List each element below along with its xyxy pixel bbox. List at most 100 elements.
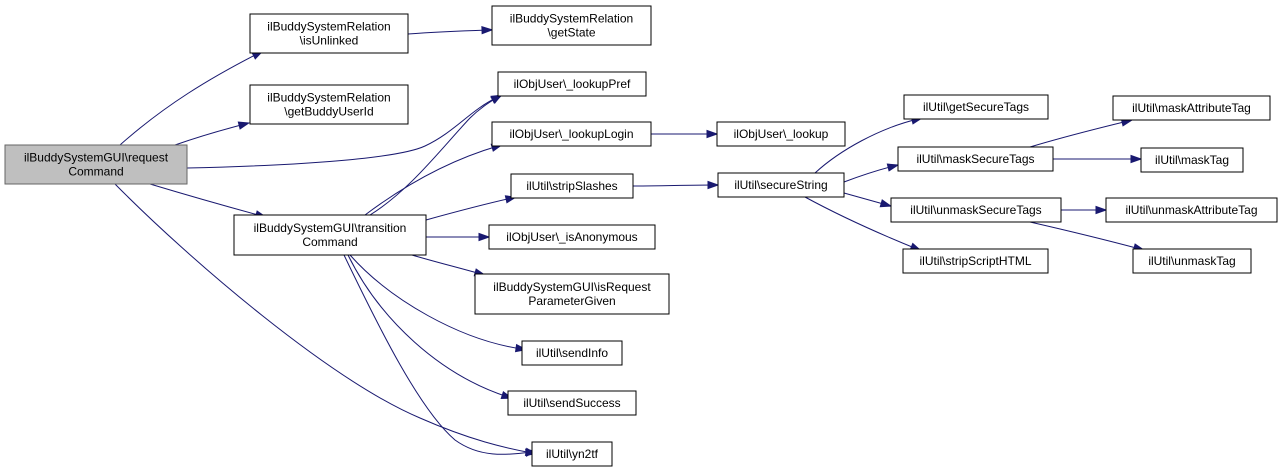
arrowhead-transition-to-isAnonymous [478, 232, 491, 242]
node-stripScriptHTML[interactable]: ilUtil\stripScriptHTML [902, 248, 1049, 274]
node-label-getBuddyUserId-line2: \getBuddyUserId [284, 105, 373, 119]
node-label-isRequestParam-line2: ParameterGiven [528, 294, 615, 308]
node-label-transition-line1: ilBuddySystemGUI\transition [254, 221, 407, 235]
node-label-isUnlinked-line1: ilBuddySystemRelation [267, 20, 390, 34]
edge-unmaskSecureTags-to-unmaskTag [1029, 221, 1141, 250]
node-box-lookupLogin [491, 121, 652, 147]
node-maskSecureTags[interactable]: ilUtil\maskSecureTags [897, 146, 1054, 172]
node-label-getState-line2: \getState [547, 26, 595, 40]
node-box-getBuddyUserId [249, 84, 409, 125]
edge-transition-to-sendInfo [349, 254, 523, 350]
arrowhead-transition-to-yn2tf [525, 448, 538, 457]
node-maskTag[interactable]: ilUtil\maskTag [1140, 147, 1244, 173]
node-label-maskTag-line1: ilUtil\maskTag [1155, 153, 1229, 167]
arrowhead-secureString-to-maskSecureTags [886, 163, 900, 172]
node-label-root-line1: ilBuddySystemGUI\request [24, 151, 169, 165]
node-box-maskSecureTags [897, 146, 1054, 172]
node-box-sendInfo [521, 340, 623, 366]
node-box-unmaskSecureTags [890, 197, 1062, 223]
node-label-isRequestParam-line1: ilBuddySystemGUI\isRequest [493, 280, 651, 294]
arrowhead-root-to-getBuddyUserId [237, 121, 251, 130]
node-label-sendSuccess-line1: ilUtil\sendSuccess [523, 396, 620, 410]
node-box-stripSlashes [510, 173, 634, 199]
node-unmaskAttributeTag[interactable]: ilUtil\unmaskAttributeTag [1105, 197, 1278, 223]
node-sendInfo[interactable]: ilUtil\sendInfo [521, 340, 623, 366]
node-box-transition [233, 214, 427, 256]
node-unmaskTag[interactable]: ilUtil\unmaskTag [1132, 248, 1252, 274]
arrowhead-lookupLogin-to-lookup [706, 129, 719, 139]
node-label-stripSlashes-line1: ilUtil\stripSlashes [526, 179, 617, 193]
node-getState[interactable]: ilBuddySystemRelation\getState [491, 5, 652, 46]
node-stripSlashes[interactable]: ilUtil\stripSlashes [510, 173, 634, 199]
node-box-unmaskTag [1132, 248, 1252, 274]
edge-secureString-to-stripScriptHTML [804, 196, 918, 250]
arrowhead-unmaskSecureTags-to-unmaskAttributeTag [1095, 205, 1108, 215]
node-unmaskSecureTags[interactable]: ilUtil\unmaskSecureTags [890, 197, 1062, 223]
edge-transition-to-lookupLogin [364, 145, 499, 216]
edge-secureString-to-getSecureTags [814, 118, 919, 174]
node-label-isAnonymous-line1: ilObjUser\_isAnonymous [506, 230, 637, 244]
edge-isUnlinked-to-getState [407, 29, 489, 35]
node-label-stripScriptHTML-line1: ilUtil\stripScriptHTML [919, 254, 1031, 268]
node-isUnlinked[interactable]: ilBuddySystemRelation\isUnlinked [249, 13, 409, 54]
node-box-getSecureTags [903, 94, 1049, 120]
arrowhead-isUnlinked-to-getState [481, 26, 494, 35]
node-box-stripScriptHTML [902, 248, 1049, 274]
node-box-lookupPref [497, 71, 647, 97]
node-getBuddyUserId[interactable]: ilBuddySystemRelation\getBuddyUserId [249, 84, 409, 125]
node-label-secureString-line1: ilUtil\secureString [734, 178, 827, 192]
node-label-lookupPref-line1: ilObjUser\_lookupPref [514, 77, 631, 91]
node-box-secureString [717, 172, 845, 198]
node-getSecureTags[interactable]: ilUtil\getSecureTags [903, 94, 1049, 120]
edge-transition-to-sendSuccess [347, 254, 509, 398]
node-label-getState-line1: ilBuddySystemRelation [510, 12, 633, 26]
node-box-maskTag [1140, 147, 1244, 173]
node-label-unmaskSecureTags-line1: ilUtil\unmaskSecureTags [910, 203, 1041, 217]
node-label-lookupLogin-line1: ilObjUser\_lookupLogin [509, 127, 633, 141]
node-yn2tf[interactable]: ilUtil\yn2tf [531, 441, 613, 467]
node-label-sendInfo-line1: ilUtil\sendInfo [536, 346, 608, 360]
arrowhead-stripSlashes-to-secureString [707, 180, 720, 190]
node-box-isRequestParam [474, 273, 670, 315]
node-lookup[interactable]: ilObjUser\_lookup [716, 121, 846, 147]
edge-maskSecureTags-to-maskAttributeTag [1029, 120, 1129, 148]
node-box-root [4, 144, 188, 185]
node-label-maskSecureTags-line1: ilUtil\maskSecureTags [916, 152, 1034, 166]
arrowhead-transition-to-lookupPref [490, 94, 503, 105]
node-label-unmaskAttributeTag-line1: ilUtil\unmaskAttributeTag [1125, 203, 1257, 217]
node-label-root-line2: Command [68, 165, 123, 179]
node-box-maskAttributeTag [1112, 95, 1271, 121]
node-label-maskAttributeTag-line1: ilUtil\maskAttributeTag [1132, 101, 1251, 115]
edge-root-to-yn2tf [114, 183, 533, 454]
edge-secureString-to-unmaskSecureTags [843, 192, 888, 206]
edge-transition-to-isRequestParam [411, 254, 482, 275]
node-maskAttributeTag[interactable]: ilUtil\maskAttributeTag [1112, 95, 1271, 121]
node-box-isUnlinked [249, 13, 409, 54]
node-secureString[interactable]: ilUtil\secureString [717, 172, 845, 198]
edge-transition-to-stripSlashes [425, 197, 513, 221]
node-label-yn2tf-line1: ilUtil\yn2tf [546, 447, 599, 461]
node-box-lookup [716, 121, 846, 147]
nodes-layer: ilBuddySystemGUI\requestCommandilBuddySy… [4, 5, 1278, 467]
node-sendSuccess[interactable]: ilUtil\sendSuccess [507, 390, 637, 416]
edge-root-to-transition [149, 183, 263, 217]
node-label-transition-line2: Command [302, 235, 357, 249]
edge-root-to-getBuddyUserId [174, 123, 246, 146]
node-label-getBuddyUserId-line1: ilBuddySystemRelation [267, 91, 390, 105]
node-box-yn2tf [531, 441, 613, 467]
edge-transition-to-yn2tf [343, 254, 533, 455]
node-box-unmaskAttributeTag [1105, 197, 1278, 223]
node-label-getSecureTags-line1: ilUtil\getSecureTags [923, 100, 1029, 114]
edge-root-to-lookupPref [186, 96, 499, 169]
node-box-isAnonymous [488, 224, 656, 250]
node-box-sendSuccess [507, 390, 637, 416]
edge-root-to-isUnlinked [119, 52, 260, 146]
node-lookupPref[interactable]: ilObjUser\_lookupPref [497, 71, 647, 97]
edge-secureString-to-maskSecureTags [843, 165, 895, 183]
node-lookupLogin[interactable]: ilObjUser\_lookupLogin [491, 121, 652, 147]
node-isAnonymous[interactable]: ilObjUser\_isAnonymous [488, 224, 656, 250]
